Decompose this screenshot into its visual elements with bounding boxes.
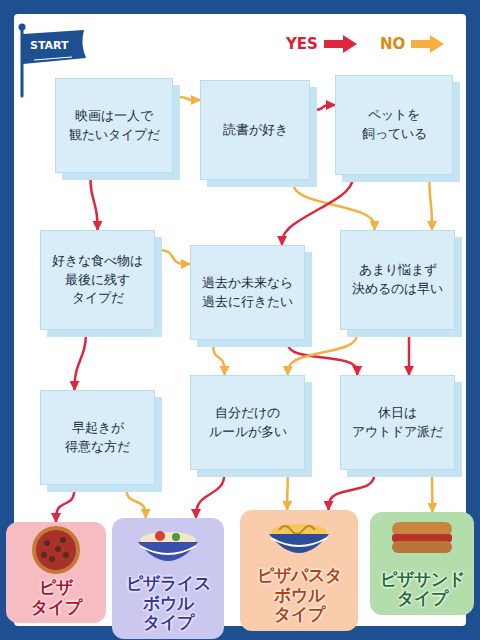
start-label: START	[30, 39, 69, 52]
question-text: 読書が好き	[223, 121, 288, 140]
no-arrow	[213, 340, 225, 375]
legend-text: YES	[286, 35, 318, 53]
yes-arrow	[56, 485, 75, 522]
no-arrow	[431, 470, 434, 512]
result-text: ピザライス ボウル タイプ	[118, 574, 218, 633]
result-box: ピザ タイプ	[6, 522, 106, 623]
question-box: 読書が好き	[200, 80, 310, 180]
no-arrow	[429, 175, 432, 230]
question-text: 自分だけの ルールが多い	[199, 404, 296, 442]
yes-arrow	[196, 470, 225, 518]
question-box: あまり悩まず 決めるのは早い	[340, 230, 455, 330]
result-box: ピザライス ボウル タイプ	[112, 518, 224, 639]
yes-arrow	[75, 330, 87, 390]
question-box: 早起きが 得意な方だ	[40, 390, 155, 485]
no-arrow	[155, 250, 190, 264]
question-box: 休日は アウトドア派だ	[340, 375, 455, 470]
question-box: 自分だけの ルールが多い	[190, 375, 305, 470]
question-text: ペットを 飼っている	[344, 106, 444, 144]
result-box: ピザパスタ ボウル タイプ	[240, 510, 358, 631]
yes-arrow	[90, 173, 97, 230]
question-text: あまり悩まず 決めるのは早い	[349, 261, 446, 299]
question-text: 好きな食べ物は 最後に残す タイプだ	[49, 252, 146, 309]
question-box: 好きな食べ物は 最後に残す タイプだ	[40, 230, 155, 330]
result-text: ピザパスタ ボウル タイプ	[246, 566, 352, 625]
question-box: 映画は一人で 観たいタイプだ	[55, 78, 173, 173]
question-text: 映画は一人で 観たいタイプだ	[64, 107, 164, 145]
result-text: ピザ タイプ	[12, 578, 100, 617]
food-illustration	[370, 512, 474, 568]
question-text: 早起きが 得意な方だ	[49, 419, 146, 457]
no-arrow	[286, 470, 289, 510]
no-arrow	[126, 485, 145, 518]
result-text: ピザサンド タイプ	[376, 570, 468, 609]
no-arrow	[173, 97, 200, 100]
question-text: 過去か未来なら 過去に行きたい	[199, 274, 296, 312]
legend-item: NO	[380, 34, 446, 54]
yes-arrow	[310, 105, 335, 110]
legend-text: NO	[380, 35, 405, 53]
yes-arrow	[408, 330, 411, 375]
legend-arrow	[323, 34, 359, 54]
legend-item: YES	[286, 34, 359, 54]
food-illustration	[6, 522, 106, 578]
result-box: ピザサンド タイプ	[370, 512, 474, 615]
food-illustration	[112, 518, 224, 574]
question-box: ペットを 飼っている	[335, 75, 453, 175]
no-arrow	[294, 180, 375, 230]
yes-arrow	[329, 470, 375, 510]
legend-arrow	[410, 34, 446, 54]
food-illustration	[240, 510, 358, 566]
question-box: 過去か未来なら 過去に行きたい	[190, 245, 305, 340]
question-text: 休日は アウトドア派だ	[349, 404, 446, 442]
